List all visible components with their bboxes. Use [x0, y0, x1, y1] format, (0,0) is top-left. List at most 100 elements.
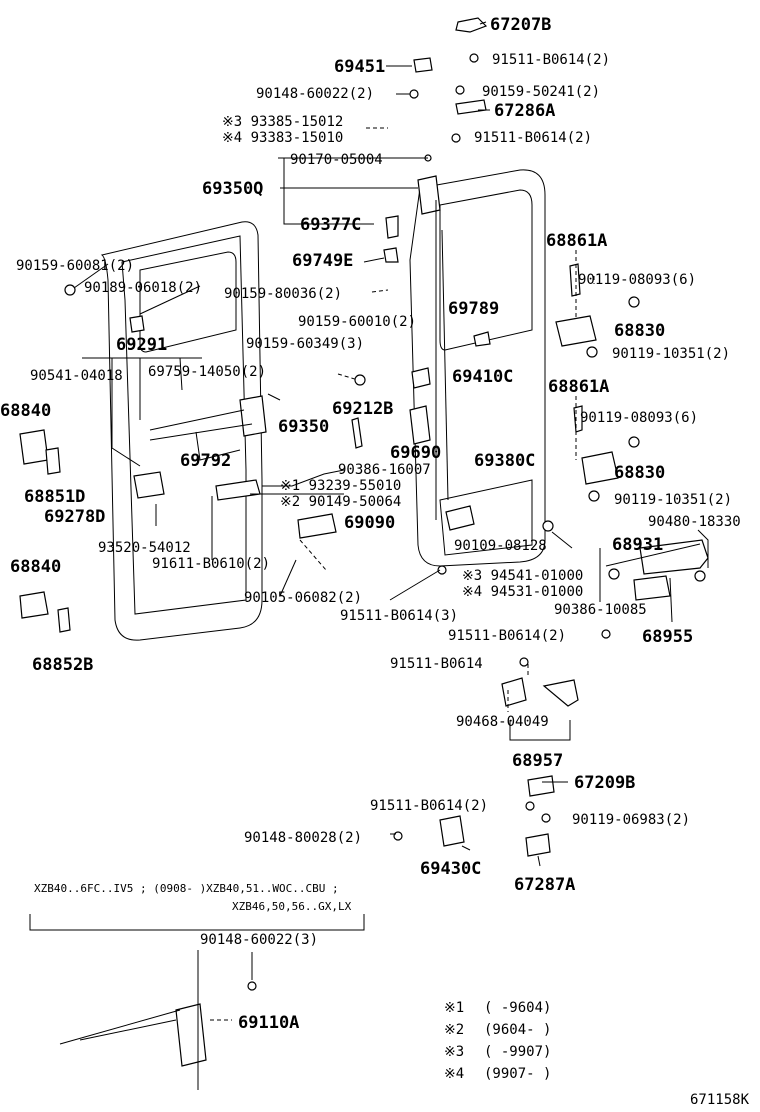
label-90480-18330: 90480-18330 [648, 514, 741, 530]
label-69110A: 69110A [238, 1013, 299, 1033]
label-68852B: 68852B [32, 655, 93, 675]
part-68851D [45, 447, 61, 475]
bolt-90159-50241 [455, 85, 465, 95]
part-69690 [409, 405, 431, 445]
label-68957: 68957 [512, 751, 563, 771]
legend-range-3: ( -9907) [484, 1044, 551, 1060]
label-90105-06082-2: 90105-06082(2) [244, 590, 362, 606]
part-69212B [351, 417, 363, 449]
label-67287A: 67287A [514, 875, 575, 895]
bolt-91511-B0614-c [601, 629, 611, 639]
label-90119-06983-2: 90119-06983(2) [572, 812, 690, 828]
screw-90148-80028 [393, 831, 403, 841]
screw-90148-60022-3 [247, 981, 257, 991]
label-91511-B0614-2c: 91511-B0614(2) [448, 628, 566, 644]
label-69690: 69690 [390, 443, 441, 463]
label-67286A: 67286A [494, 101, 555, 121]
inset-caption-line1: XZB40..6FC..IV5 ; (0908- )XZB40,51..WOC.… [34, 882, 339, 895]
label-69759-14050-2: 69759-14050(2) [148, 364, 266, 380]
label-90541-04018: 90541-04018 [30, 368, 123, 384]
label-90109-08128: 90109-08128 [454, 538, 547, 554]
part-68957-a [501, 677, 527, 707]
bolt-91511-2 [451, 133, 461, 143]
label-69792: 69792 [180, 451, 231, 471]
label-69350: 69350 [278, 417, 329, 437]
lock-69410C [411, 367, 431, 389]
label-93385-15012: ※3 93385-15012 [222, 114, 343, 130]
label-90119-10351-2a: 90119-10351(2) [612, 346, 730, 362]
part-67207B [455, 17, 488, 33]
hinge-68830-mid [581, 451, 619, 485]
bolt-91511-B0614-d [519, 657, 529, 667]
part-69377C [385, 215, 399, 239]
label-91511-B0614-3: 91511-B0614(3) [340, 608, 458, 624]
part-69430C [439, 815, 465, 847]
legend-range-2: (9604- ) [484, 1022, 551, 1038]
part-68957-b [542, 679, 579, 707]
handle-outer [215, 479, 261, 501]
handle-69090 [297, 513, 337, 539]
part-69451 [413, 57, 433, 73]
label-69749E: 69749E [292, 251, 353, 271]
part-68931 [639, 539, 709, 575]
label-69430C: 69430C [420, 859, 481, 879]
hinge-68830-top [555, 315, 597, 347]
handle-69278D [133, 471, 165, 499]
leader-lines [29, 21, 709, 1090]
screw-90148 [409, 89, 419, 99]
bolt-91511-B0614-e [525, 801, 535, 811]
label-91511-B0614-2a: 91511-B0614(2) [492, 52, 610, 68]
label-68851D: 68851D [24, 487, 85, 507]
label-69380C: 69380C [474, 451, 535, 471]
label-91511-B0614-2d: 91511-B0614(2) [370, 798, 488, 814]
label-94531-01000: ※4 94531-01000 [462, 584, 583, 600]
label-69291: 69291 [116, 335, 167, 355]
label-90170-05004: 90170-05004 [290, 152, 383, 168]
label-90149-50064: ※2 90149-50064 [280, 494, 401, 510]
part-67209B [527, 775, 555, 797]
hinge-68840-bottom [19, 591, 49, 619]
label-69410C: 69410C [452, 367, 513, 387]
screw-90159-60349 [354, 374, 366, 386]
label-67209B: 67209B [574, 773, 635, 793]
label-69278D: 69278D [44, 507, 105, 527]
bolt-91511-top [469, 53, 479, 63]
label-68830-2: 68830 [614, 463, 665, 483]
part-69789 [473, 331, 491, 347]
label-69350Q: 69350Q [202, 179, 263, 199]
label-90119-08093-6b: 90119-08093(6) [580, 410, 698, 426]
washer-94541 [608, 568, 620, 580]
lock-69380C [445, 505, 475, 531]
right-door-outline [409, 169, 546, 567]
part-68861A-top [569, 263, 581, 297]
bolt-90109 [542, 520, 554, 532]
label-94541-01000: ※3 94541-01000 [462, 568, 583, 584]
bolt-90119-06983 [541, 813, 551, 823]
legend-mark-4: ※4 [444, 1066, 464, 1082]
label-90148-60022-3: 90148-60022(3) [200, 932, 318, 948]
label-68840-1: 68840 [0, 401, 51, 421]
legend-range-1: ( -9604) [484, 1000, 551, 1016]
label-69789: 69789 [448, 299, 499, 319]
part-69350Q [417, 175, 441, 215]
label-69451: 69451 [334, 57, 385, 77]
rods [59, 200, 701, 1045]
label-90119-08093-6a: 90119-08093(6) [578, 272, 696, 288]
label-91511-B0614: 91511-B0614 [390, 656, 483, 672]
label-68955: 68955 [642, 627, 693, 647]
label-68931: 68931 [612, 535, 663, 555]
label-69377C: 69377C [300, 215, 361, 235]
label-91611-B0610-2: 91611-B0610(2) [152, 556, 270, 572]
legend: ※1 ( -9604) ※2 (9604- ) ※3 ( -9907) ※4 (… [444, 1000, 551, 1082]
bolt-90119-08093-b [628, 436, 640, 448]
legend-mark-1: ※1 [444, 1000, 464, 1016]
label-93520-54012: 93520-54012 [98, 540, 191, 556]
label-93383-15010: ※4 93383-15010 [222, 130, 343, 146]
label-90159-80036-2: 90159-80036(2) [224, 286, 342, 302]
bolt-90119-10351-a [586, 346, 598, 358]
label-90386-10085: 90386-10085 [554, 602, 647, 618]
label-67207B: 67207B [490, 15, 551, 35]
legend-range-4: (9907- ) [484, 1066, 551, 1082]
part-69290-clip [129, 315, 145, 333]
